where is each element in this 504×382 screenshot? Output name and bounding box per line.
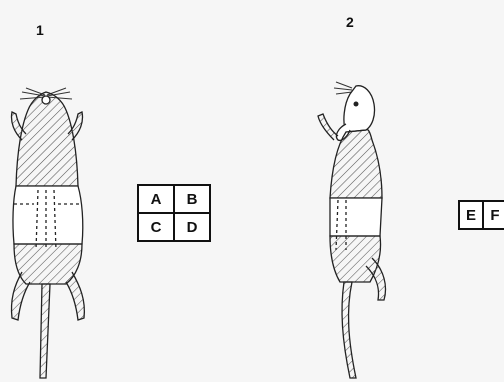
mouse-1-right-hindleg	[66, 272, 84, 320]
region-cell-b: B	[174, 185, 210, 213]
mouse-2-drawing	[318, 82, 386, 378]
mouse-2-middle-region	[330, 198, 382, 236]
region-legend-grid: A B C D	[137, 184, 211, 242]
region-cell-d: D	[174, 213, 210, 241]
region-cell-e: E	[459, 201, 483, 229]
region-legend-grid-partial: E F	[458, 200, 504, 230]
mouse-1-left-hindleg	[11, 272, 30, 320]
region-cell-f: F	[483, 201, 504, 229]
mouse-2-tail	[342, 282, 356, 378]
mouse-1-tail	[40, 284, 50, 378]
region-cell-a: A	[138, 185, 174, 213]
mouse-2-whiskers	[334, 82, 352, 94]
mouse-1-upper-region	[16, 92, 78, 186]
mouse-1-drawing	[11, 88, 84, 378]
mouse-2-foreleg	[318, 114, 338, 140]
region-cell-c: C	[138, 213, 174, 241]
mouse-1-middle-region	[13, 186, 83, 244]
